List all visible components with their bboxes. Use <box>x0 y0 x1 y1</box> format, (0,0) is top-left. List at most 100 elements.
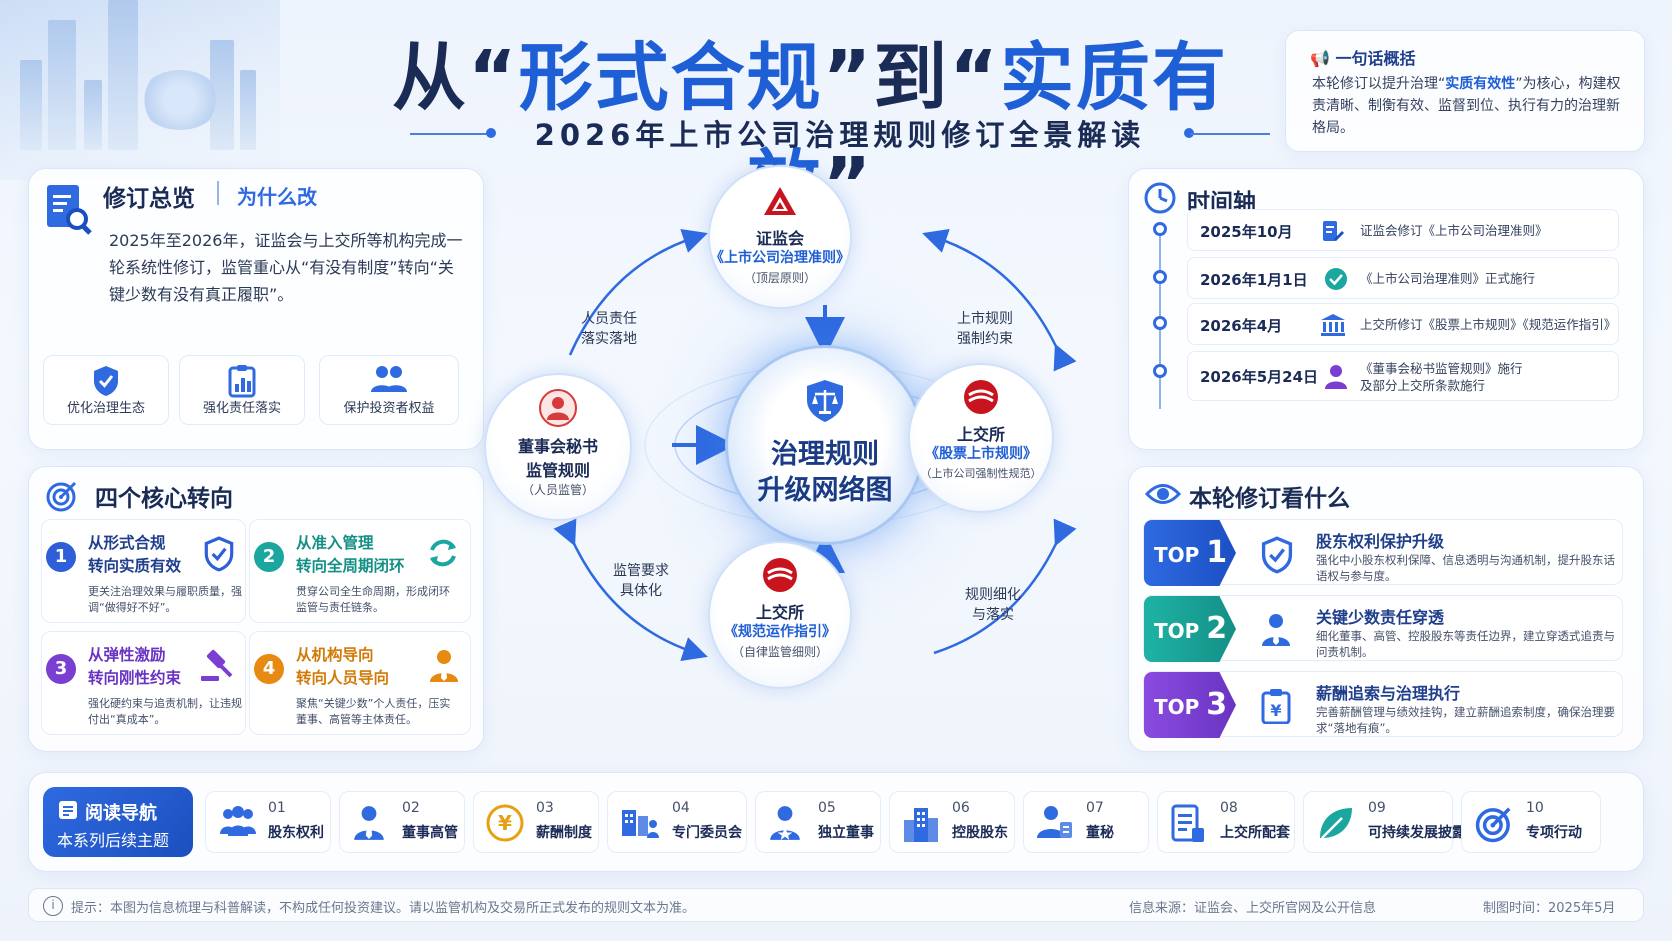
shift-title: 从准入管理转向全周期闭环 <box>296 534 405 575</box>
building-icon <box>902 804 940 848</box>
shift-title: 从形式合规转向实质有效 <box>88 534 182 575</box>
secretary-icon <box>1036 804 1074 846</box>
shift-item-4: 4 从机构导向转向人员导向 聚焦“关键少数”个人责任，压实董事、高管等主体责任。 <box>249 631 471 735</box>
shifts-title: 四个核心转向 <box>95 486 233 512</box>
svg-text:¥: ¥ <box>498 811 512 835</box>
clipboard-yuan-icon: ¥ <box>1260 688 1292 728</box>
overview-subtitle: 为什么改 <box>237 185 317 209</box>
person-icon <box>1324 364 1348 394</box>
top-item-1: TOP 1 股东权利保护升级 强化中小股东权利保障、信息透明与沟通机制，提升股东… <box>1143 519 1623 586</box>
institution-icon <box>1320 313 1346 341</box>
shift-desc: 聚焦“关键少数”个人责任，压实董事、高管等主体责任。 <box>296 697 451 726</box>
target-icon <box>45 479 79 517</box>
overview-card: 修订总览 为什么改 2025年至2026年，证监会与上交所等机构完成一轮系统性修… <box>28 168 484 450</box>
node-csrc: 证监会 《上市公司治理准则》 （顶层原则） <box>708 165 852 309</box>
shift-item-2: 2 从准入管理转向全周期闭环 贯穿公司全生命周期，形成闭环监管与责任链条。 <box>249 519 471 623</box>
summary-card: 📢 一句话概括 本轮修订以提升治理“实质有效性”为核心，构建权责清晰、制衡有效、… <box>1285 30 1645 152</box>
person-badge-icon <box>539 389 577 431</box>
nav-item-06[interactable]: 06 控股股东 <box>889 791 1015 853</box>
city-illustration <box>0 0 280 180</box>
clock-icon <box>1143 181 1177 219</box>
summary-body: 本轮修订以提升治理“实质有效性”为核心，构建权责清晰、制衡有效、监督到位、执行有… <box>1312 76 1621 136</box>
leaf-icon <box>1316 804 1354 846</box>
timeline-row: 2026年4月 上交所修订《股票上市规则》《规范运作指引》 <box>1187 303 1619 345</box>
core-title-2: 升级网络图 <box>757 475 893 506</box>
tops-title: 本轮修订看什么 <box>1189 486 1350 512</box>
network-diagram: 治理规则 升级网络图 证监会 《上市公司治理准则》 （顶层原则） 董事会秘书 监… <box>484 165 1140 725</box>
timeline-card: 时间轴 2025年10月 证监会修订《上市公司治理准则》 2026年1月1日 《… <box>1128 168 1644 450</box>
nav-main-button[interactable]: 阅读导航 本系列后续主题 <box>43 787 193 857</box>
person-tie-icon <box>1260 612 1292 652</box>
check-circle-icon <box>1324 267 1348 295</box>
target-icon <box>1474 804 1514 848</box>
timeline-row: 2026年5月24日 《董事会秘书监管规则》施行 及部分上交所条款施行 <box>1187 351 1619 401</box>
people-icon <box>369 364 409 398</box>
nav-item-09[interactable]: 09 可持续发展披露 <box>1303 791 1466 853</box>
node-board-secretary: 董事会秘书 监管规则 （人员监管） <box>484 373 632 521</box>
shield-check-icon <box>91 364 121 402</box>
shift-title: 从机构导向转向人员导向 <box>296 646 390 687</box>
document-search-icon <box>43 183 93 241</box>
overview-box-investors: 保护投资者权益 <box>319 355 459 425</box>
nav-item-07[interactable]: 07 董秘 <box>1023 791 1149 853</box>
nav-item-04[interactable]: 04 专门委员会 <box>607 791 747 853</box>
timeline-row: 2025年10月 证监会修订《上市公司治理准则》 <box>1187 209 1619 251</box>
overview-title: 修订总览 <box>103 186 195 212</box>
committee-icon <box>620 804 660 846</box>
node-sse-guideline: 上交所 《规范运作指引》 （自律监管细则） <box>708 541 852 689</box>
yuan-coin-icon: ¥ <box>486 804 524 846</box>
footer-date: 制图时间：2025年5月 <box>1483 901 1616 916</box>
svg-text:¥: ¥ <box>1270 701 1281 720</box>
shift-title: 从弹性激励转向刚性约束 <box>88 646 182 687</box>
footer-source: 信息来源：证监会、上交所官网及公开信息 <box>1129 901 1377 916</box>
top-item-3: TOP 3 ¥ 薪酬追索与治理执行 完善薪酬管理与绩效挂钩，建立薪酬追索制度，确… <box>1143 671 1623 738</box>
overview-box-responsibility: 强化责任落实 <box>179 355 305 425</box>
edit-doc-icon <box>1320 219 1344 247</box>
node-sse-listing: 上交所 《股票上市规则》 （上市公司强制性规范） <box>908 363 1054 513</box>
star-person-icon <box>768 804 802 846</box>
nav-item-03[interactable]: ¥ 03 薪酬制度 <box>473 791 599 853</box>
footer-note: 提示：本图为信息梳理与科普解读，不构成任何投资建议。请以监管机构及交易所正式发布… <box>71 901 696 916</box>
edge-label-top-left: 人员责任 落实落地 <box>581 311 637 347</box>
top-item-2: TOP 2 关键少数责任穿透 细化董事、高管、控股股东等责任边界，建立穿透式追责… <box>1143 595 1623 662</box>
shift-desc: 贯穿公司全生命周期，形成闭环监管与责任链条。 <box>296 585 450 614</box>
core-node: 治理规则 升级网络图 <box>725 345 925 545</box>
group-icon <box>218 804 258 844</box>
csrc-logo-icon <box>762 185 798 221</box>
sse-logo-icon <box>963 379 999 419</box>
eye-icon <box>1144 481 1182 511</box>
document-icon <box>1170 804 1206 848</box>
nav-item-10[interactable]: 10 专项行动 <box>1461 791 1601 853</box>
info-icon: i <box>43 896 63 916</box>
book-icon <box>57 799 79 825</box>
core-title-1: 治理规则 <box>771 439 879 470</box>
overview-text: 2025年至2026年，证监会与上交所等机构完成一轮系统性修订，监管重心从“有没… <box>109 231 463 304</box>
sse-logo-icon <box>762 557 798 597</box>
reading-nav: 阅读导航 本系列后续主题 01 股东权利 02 董事高管 ¥ 03 薪酬制度 0… <box>28 772 1644 872</box>
summary-title: 一句话概括 <box>1335 49 1416 68</box>
shift-desc: 更关注治理效果与履职质量，强调“做得好不好”。 <box>88 585 242 614</box>
scales-shield-icon <box>803 378 847 428</box>
nav-item-01[interactable]: 01 股东权利 <box>205 791 331 853</box>
person-tie-icon <box>352 804 386 846</box>
tops-card: 本轮修订看什么 TOP 1 股东权利保护升级 强化中小股东权利保障、信息透明与沟… <box>1128 466 1644 752</box>
page-subtitle: 2026年上市公司治理规则修订全景解读 <box>534 118 1146 152</box>
shield-check-icon <box>1260 536 1294 578</box>
subtitle-bar: 2026年上市公司治理规则修订全景解读 <box>410 112 1270 152</box>
edge-label-bottom-left: 监管要求 具体化 <box>613 563 669 599</box>
nav-item-02[interactable]: 02 董事高管 <box>339 791 465 853</box>
edge-label-top-right: 上市规则 强制约束 <box>957 311 1013 347</box>
nav-item-08[interactable]: 08 上交所配套 <box>1157 791 1295 853</box>
shift-item-3: 3 从弹性激励转向刚性约束 强化硬约束与追责机制，让违规付出“真成本”。 <box>41 631 246 735</box>
report-chart-icon <box>227 364 257 402</box>
shift-item-1: 1 从形式合规转向实质有效 更关注治理效果与履职质量，强调“做得好不好”。 <box>41 519 246 623</box>
shift-desc: 强化硬约束与追责机制，让违规付出“真成本”。 <box>88 697 242 726</box>
timeline-row: 2026年1月1日 《上市公司治理准则》正式施行 <box>1187 257 1619 299</box>
cycle-icon <box>426 536 460 574</box>
shield-icon <box>203 536 235 576</box>
footer: i 提示：本图为信息梳理与科普解读，不构成任何投资建议。请以监管机构及交易所正式… <box>28 888 1644 922</box>
edge-label-bottom-right: 规则细化 与落实 <box>965 587 1021 623</box>
person-tie-icon <box>428 648 460 688</box>
gavel-icon <box>199 648 235 688</box>
nav-item-05[interactable]: 05 独立董事 <box>755 791 881 853</box>
